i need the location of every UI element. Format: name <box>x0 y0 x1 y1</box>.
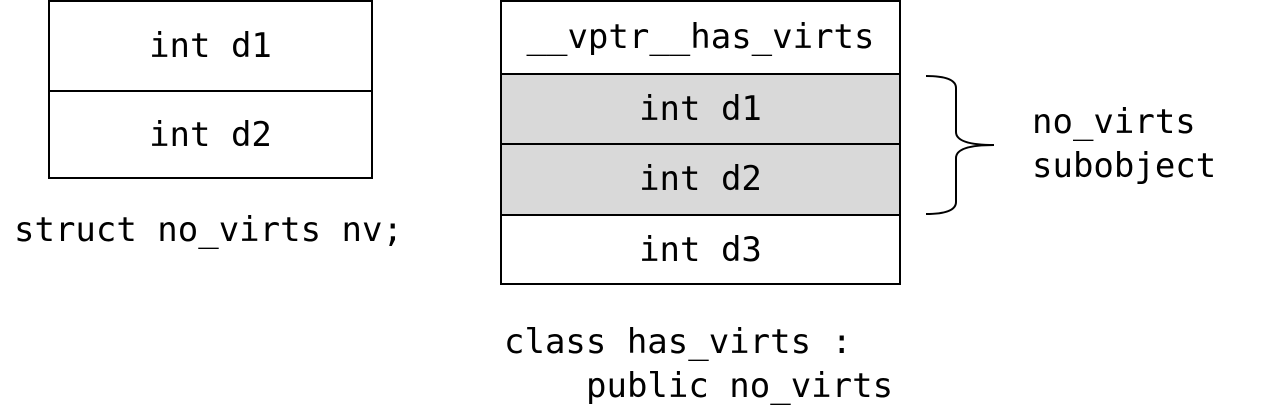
has-virts-vptr-field: __vptr__has_virts <box>526 17 875 58</box>
has-virts-field-d3: int d3 <box>502 213 899 285</box>
has-virts-layout-box: __vptr__has_virts int d1 int d2 int d3 <box>500 0 901 285</box>
no-virts-caption: struct no_virts nv; <box>14 210 403 250</box>
has-virts-caption-line1: class has_virts : <box>504 322 852 362</box>
subobject-label-line2: subobject <box>1032 146 1217 186</box>
has-virts-caption-line2: public no_virts <box>586 366 894 406</box>
has-virts-field-d1: int d1 <box>502 72 899 143</box>
subobject-brace-icon <box>925 75 995 215</box>
no-virts-field-d2: int d2 <box>50 90 371 178</box>
has-virts-field-d2: int d2 <box>502 143 899 214</box>
no-virts-layout-box: int d1 int d2 <box>48 0 373 179</box>
subobject-label-line1: no_virts <box>1032 102 1196 142</box>
no-virts-field-d1: int d1 <box>149 26 272 66</box>
